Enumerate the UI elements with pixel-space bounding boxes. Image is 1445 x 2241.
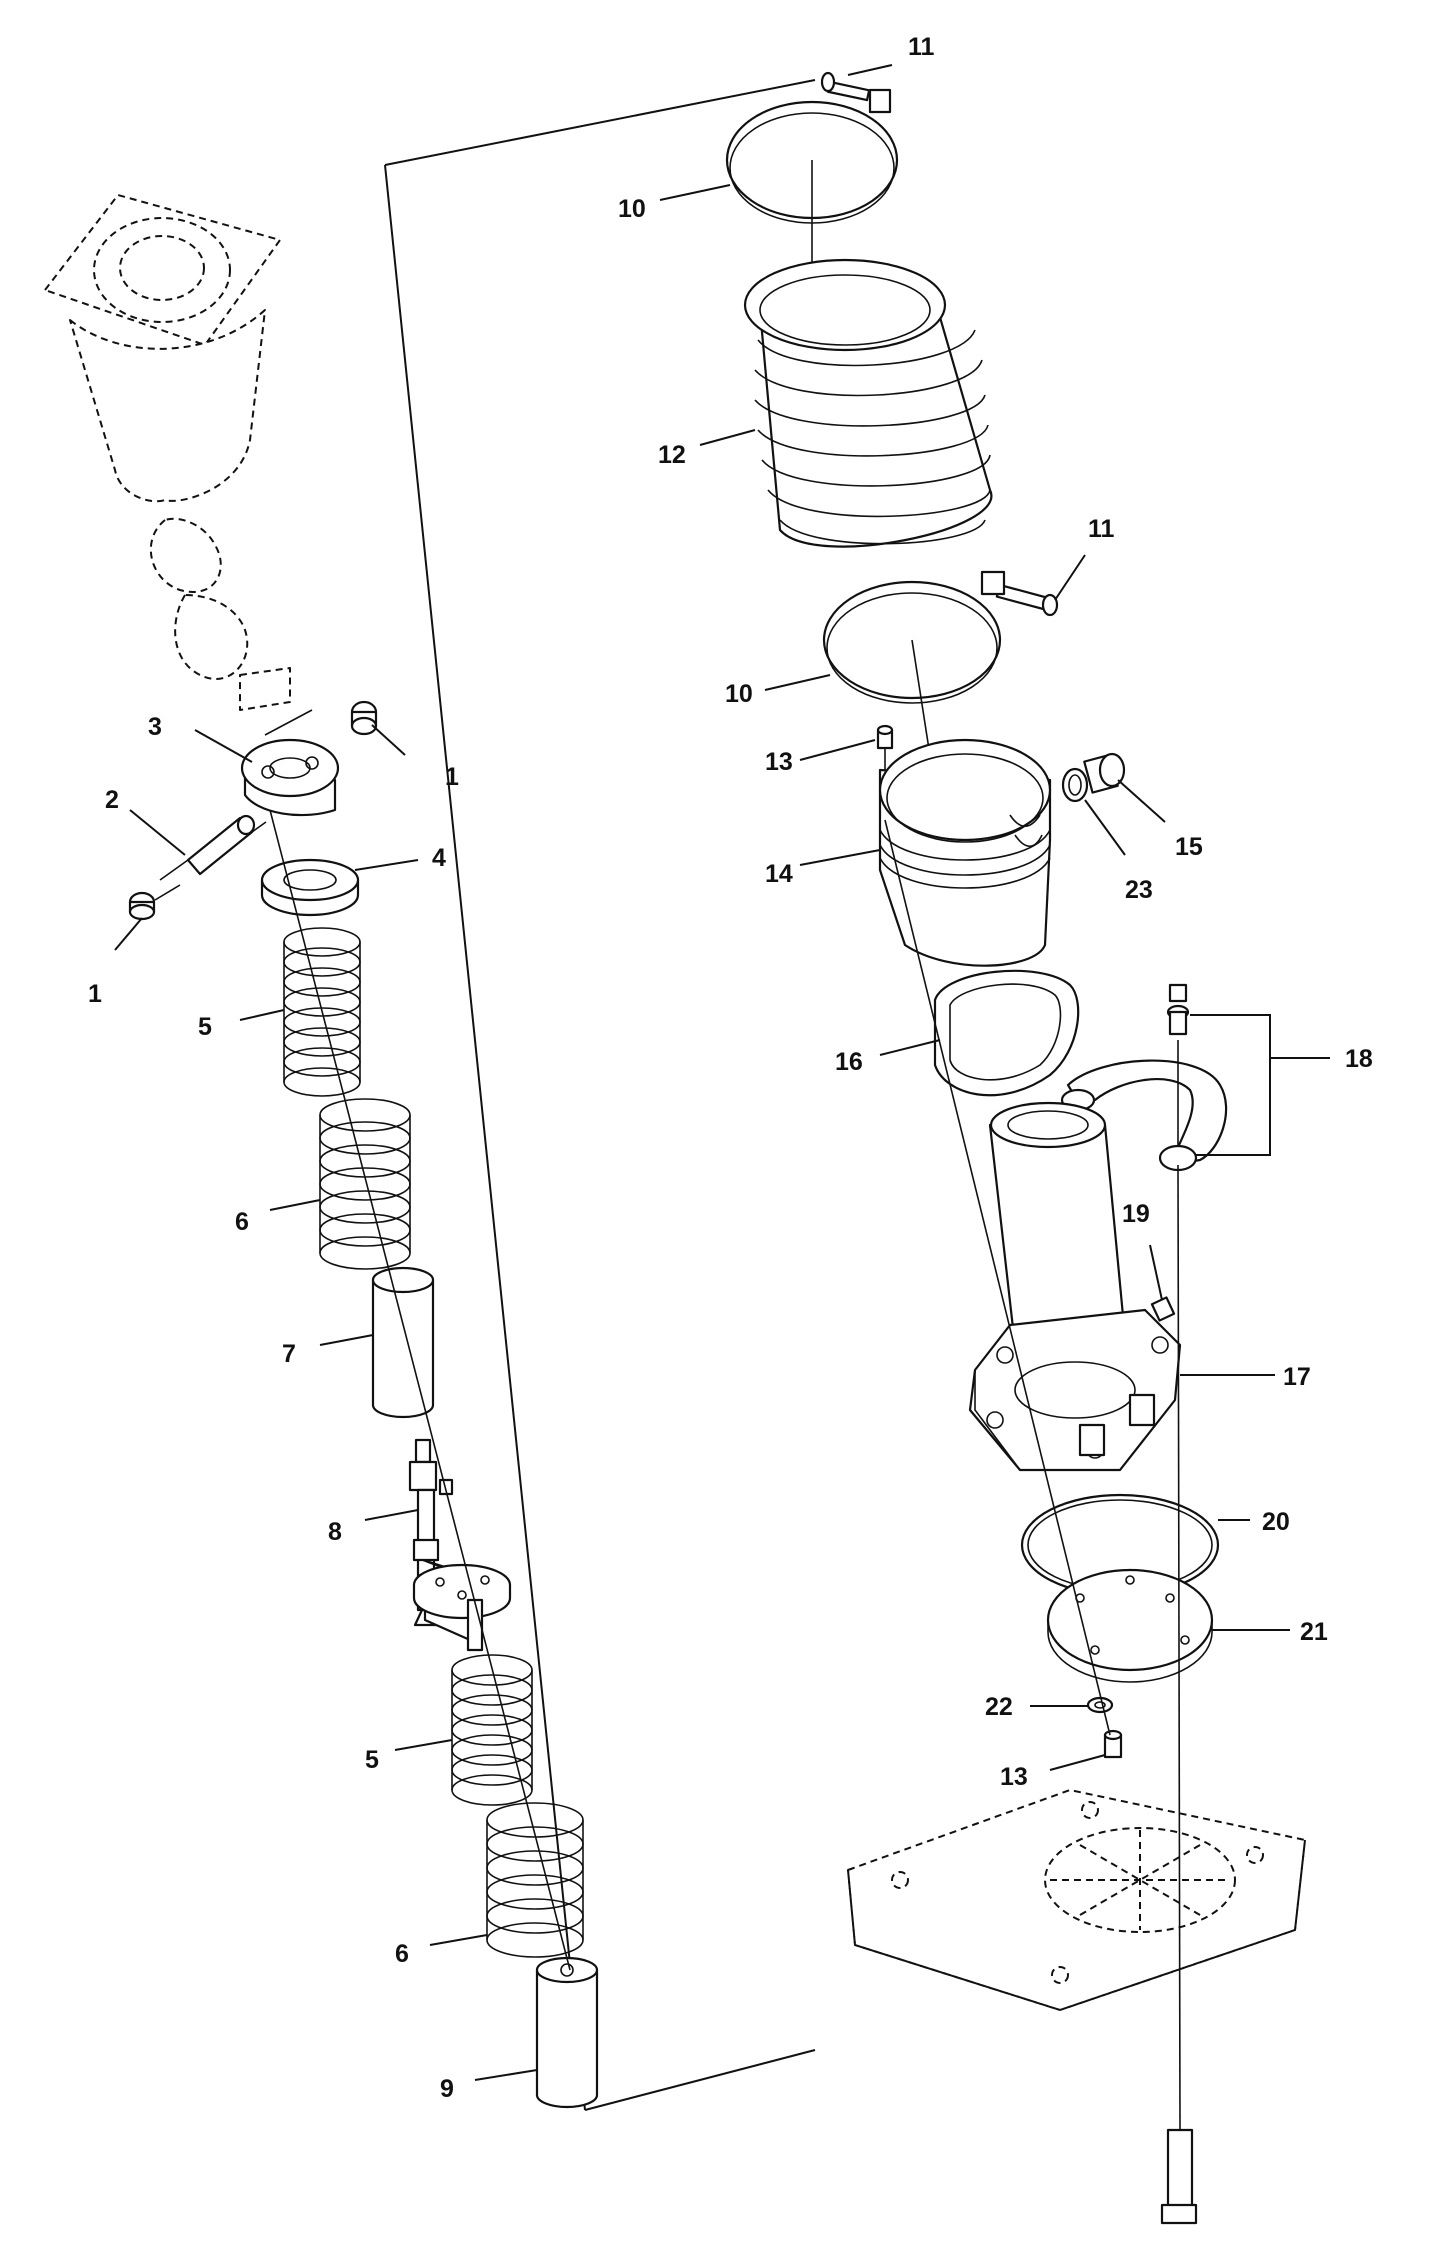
part-19-screw [1150, 1296, 1176, 1322]
right-assembly-axis [884, 819, 1111, 1736]
callout-19: 19 [1122, 1200, 1150, 1228]
part-8-shaft [408, 1438, 512, 1652]
callout-15: 15 [1175, 833, 1203, 861]
base-plate-reference [847, 1789, 1306, 2012]
callout-8: 8 [328, 1518, 342, 1546]
left-assembly-axis [269, 809, 571, 1971]
callout-1-left: 1 [88, 980, 102, 1008]
callout-23: 23 [1125, 876, 1153, 904]
part-15-plug [1083, 752, 1126, 794]
part-5-spring-upper [283, 927, 361, 1097]
callout-1-right: 1 [445, 763, 459, 791]
callout-13-lower: 13 [1000, 1763, 1028, 1791]
callout-11-lower: 11 [1088, 515, 1115, 543]
part-2-pin [159, 814, 267, 881]
callout-10-lower: 10 [725, 680, 753, 708]
callout-14: 14 [765, 860, 793, 888]
part-17-guide-flange [968, 1101, 1182, 1472]
base-bolt [1160, 1164, 1198, 2225]
callout-18: 18 [1345, 1045, 1373, 1073]
part-9-bushing [535, 1956, 599, 2109]
part-14-housing [878, 738, 1052, 967]
callout-22: 22 [985, 1693, 1013, 1721]
callout-17: 17 [1283, 1363, 1311, 1391]
callout-5-lower: 5 [365, 1746, 379, 1774]
part-10-clamp-upper [725, 100, 899, 310]
part-5-spring-lower [451, 1654, 533, 1806]
part-10-clamp-lower [822, 580, 1002, 821]
part-16-gasket [933, 969, 1080, 1097]
leader-lines [114, 64, 1330, 2081]
callout-16: 16 [835, 1048, 863, 1076]
part-3-cap [240, 738, 340, 817]
part-7-sleeve [371, 1266, 435, 1419]
callout-5-upper: 5 [198, 1013, 212, 1041]
callout-12: 12 [658, 441, 686, 469]
callout-10-upper: 10 [618, 195, 646, 223]
callout-4: 4 [432, 844, 446, 872]
callout-21: 21 [1300, 1618, 1328, 1646]
upper-housing-reference [44, 194, 291, 711]
part-23-oring [1061, 767, 1089, 803]
callout-7: 7 [282, 1340, 296, 1368]
callout-9: 9 [440, 2075, 454, 2103]
part-22-washer [1086, 1696, 1114, 1714]
part-1-nut-lower [128, 884, 181, 921]
callout-11-upper: 11 [908, 33, 935, 61]
part-12-bellows [743, 258, 993, 548]
part-13-screw-lower [1103, 1729, 1123, 1759]
part-4-seat [260, 858, 360, 917]
callout-2: 2 [105, 786, 119, 814]
callout-labels: 11 10 12 11 10 13 14 15 23 16 18 19 17 2… [88, 33, 1373, 2103]
part-11-bolt-lower [980, 570, 1059, 617]
callout-3: 3 [148, 713, 162, 741]
callout-6-lower: 6 [395, 1940, 409, 1968]
part-11-bolt-upper [820, 71, 892, 114]
assembly-boundary [384, 79, 816, 2111]
callout-6-upper: 6 [235, 1208, 249, 1236]
part-6-spring-upper [319, 1098, 411, 1270]
part-1-nut-upper [264, 700, 378, 736]
part-21-cover-plate [1046, 1568, 1214, 1683]
part-18-bracket [1060, 983, 1228, 1172]
callout-13-upper: 13 [765, 748, 793, 776]
callout-20: 20 [1262, 1508, 1290, 1536]
part-6-spring-lower [486, 1802, 584, 1958]
